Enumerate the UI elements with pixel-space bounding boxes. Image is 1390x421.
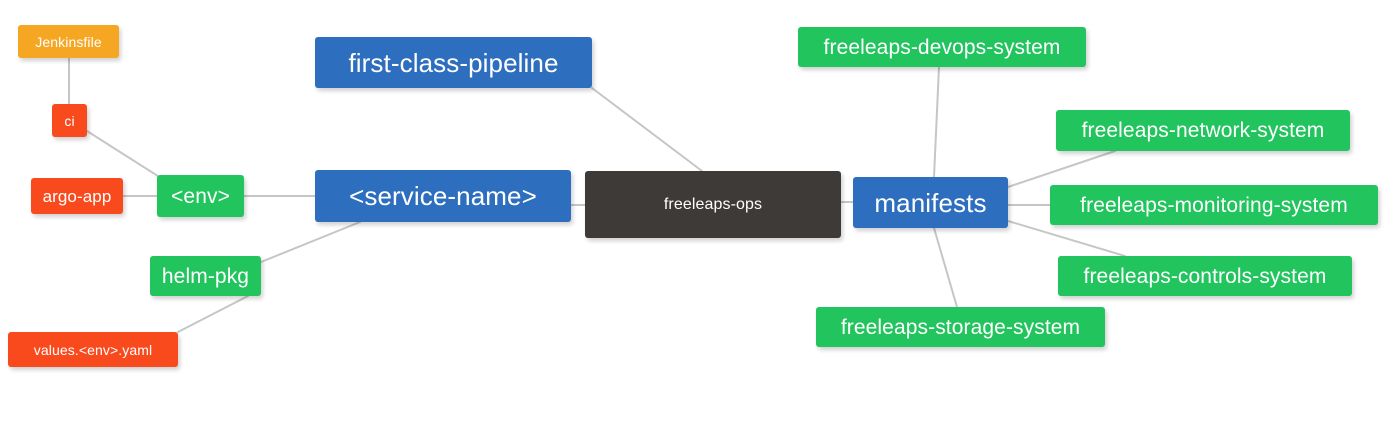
edge-ci-env [86, 130, 162, 179]
edge-manifests-network [1007, 150, 1116, 188]
mindmap-node-env[interactable]: <env> [157, 175, 244, 217]
mindmap-node-helm-pkg[interactable]: helm-pkg [150, 256, 261, 296]
edge-manifests-storage [933, 227, 958, 308]
mindmap-node-freeleaps-monitoring-system[interactable]: freeleaps-monitoring-system [1050, 185, 1378, 225]
mindmap-node-freeleaps-storage-system[interactable]: freeleaps-storage-system [816, 307, 1105, 347]
edge-pipeline-ops [591, 87, 703, 172]
edge-valuesyaml-helmpkg [177, 295, 249, 333]
mindmap-node-manifests[interactable]: manifests [853, 177, 1008, 228]
mindmap-node-argo-app[interactable]: argo-app [31, 178, 123, 214]
edge-manifests-devops [933, 66, 940, 178]
mindmap-node-ci[interactable]: ci [52, 104, 87, 137]
mindmap-node-first-class-pipeline[interactable]: first-class-pipeline [315, 37, 592, 88]
mindmap-node-values-yaml[interactable]: values.<env>.yaml [8, 332, 178, 367]
mindmap-node-freeleaps-devops-system[interactable]: freeleaps-devops-system [798, 27, 1086, 67]
mindmap-node-freeleaps-network-system[interactable]: freeleaps-network-system [1056, 110, 1350, 151]
mindmap-node-jenkinsfile[interactable]: Jenkinsfile [18, 25, 119, 58]
edge-manifests-controls [1007, 220, 1126, 257]
mindmap-node-freeleaps-controls-system[interactable]: freeleaps-controls-system [1058, 256, 1352, 296]
mindmap-node-service-name[interactable]: <service-name> [315, 170, 571, 222]
edge-helmpkg-servicename [260, 221, 361, 263]
mindmap-node-freeleaps-ops[interactable]: freeleaps-ops [585, 171, 841, 238]
